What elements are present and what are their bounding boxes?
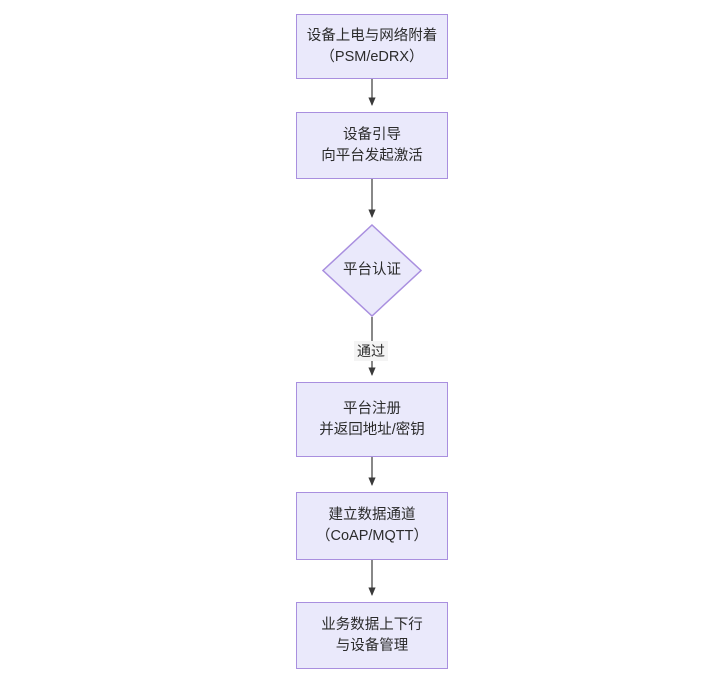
node-device-power-on-line-1: 设备上电与网络附着 bbox=[306, 27, 438, 44]
node-device-bootstrap-line-2: 向平台发起激活 bbox=[321, 147, 423, 164]
edge-label-pass: 通过 bbox=[354, 341, 388, 361]
diamond-shape bbox=[322, 224, 422, 317]
node-business-data-and-device-management[interactable]: 业务数据上下行 与设备管理 bbox=[296, 602, 448, 669]
node-establish-data-channel[interactable]: 建立数据通道 （CoAP/MQTT） bbox=[296, 492, 448, 560]
node-platform-authentication-label: 平台认证 bbox=[343, 262, 401, 278]
node-establish-data-channel-line-2: （CoAP/MQTT） bbox=[316, 528, 428, 544]
node-establish-data-channel-line-1: 建立数据通道 bbox=[328, 507, 416, 523]
node-platform-authentication[interactable]: 平台认证 bbox=[322, 224, 422, 317]
node-device-power-on-line-2: （PSM/eDRX） bbox=[320, 48, 424, 65]
node-platform-register[interactable]: 平台注册 并返回地址/密钥 bbox=[296, 382, 448, 457]
node-device-power-on[interactable]: 设备上电与网络附着 （PSM/eDRX） bbox=[296, 14, 448, 79]
node-platform-register-line-1: 平台注册 bbox=[343, 400, 401, 417]
node-device-bootstrap[interactable]: 设备引导 向平台发起激活 bbox=[296, 112, 448, 179]
node-platform-register-line-2: 并返回地址/密钥 bbox=[319, 421, 425, 438]
node-business-data-line-1: 业务数据上下行 bbox=[321, 616, 423, 633]
node-device-bootstrap-line-1: 设备引导 bbox=[343, 126, 401, 143]
node-business-data-line-2: 与设备管理 bbox=[335, 637, 409, 654]
